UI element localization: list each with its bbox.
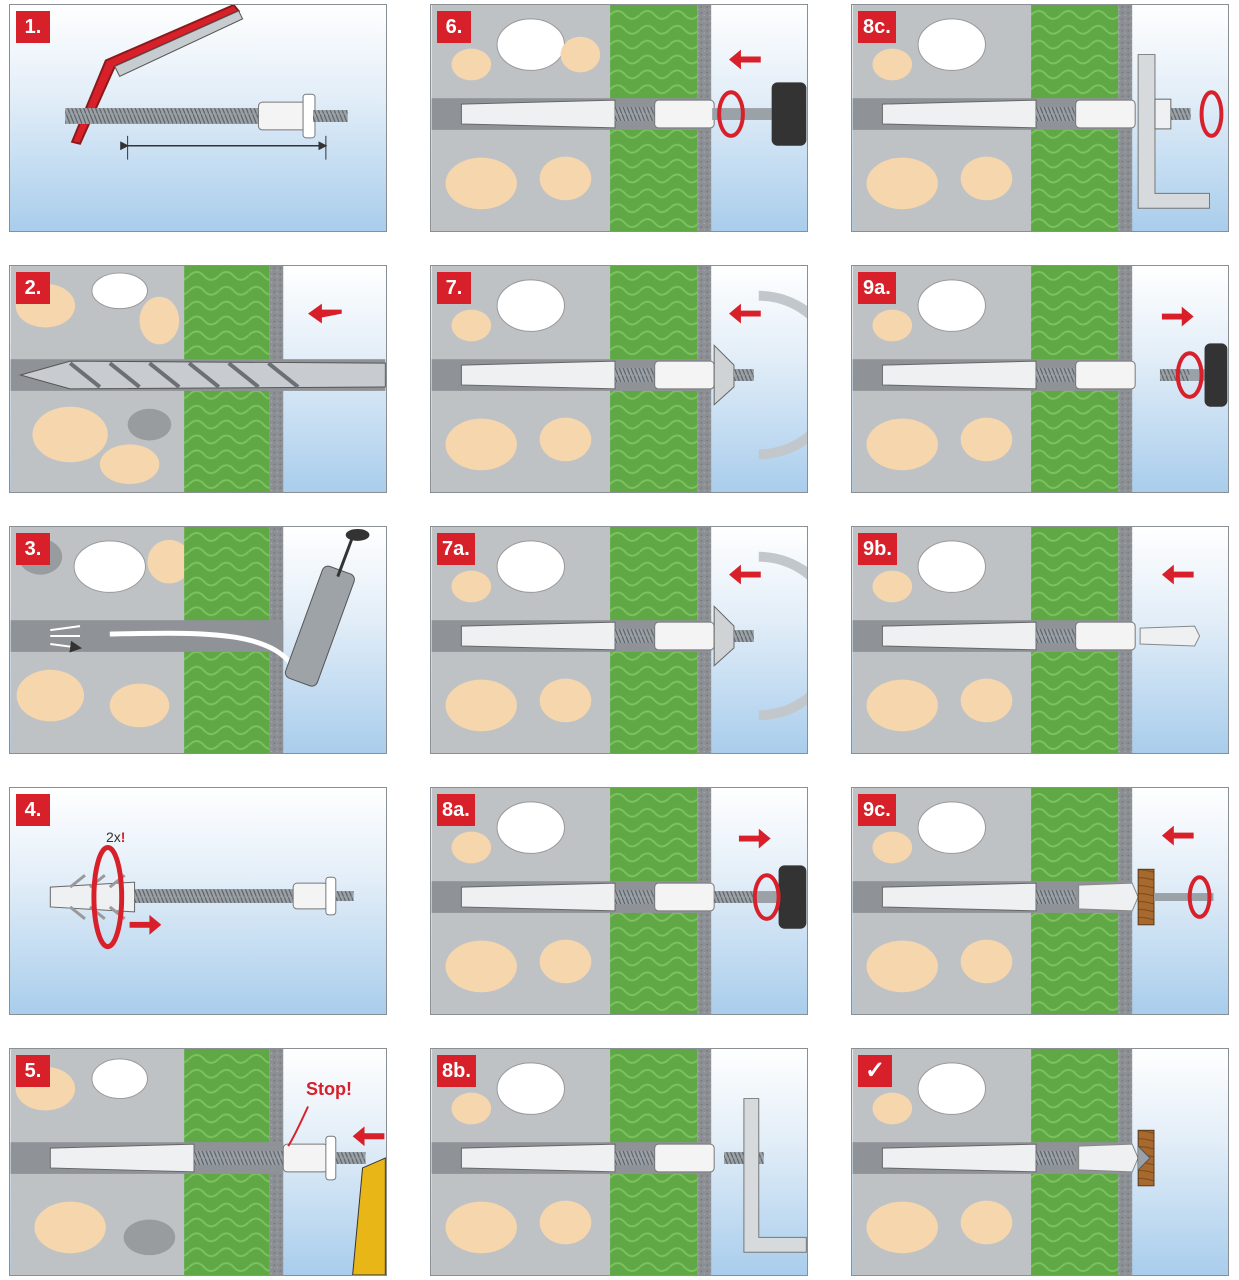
step-panel-2: 2. bbox=[9, 265, 387, 493]
step-panel-8c: 8c. bbox=[851, 4, 1229, 232]
step-panel-6: 6. bbox=[430, 4, 808, 232]
assemble-anchor-illustration bbox=[49, 844, 354, 950]
step-label: 8b. bbox=[437, 1055, 476, 1087]
step-label: 5. bbox=[16, 1055, 50, 1087]
blow-out-hole-illustration bbox=[10, 527, 370, 753]
tighten-bracket-illustration bbox=[852, 5, 1224, 231]
step-label: 9b. bbox=[858, 533, 897, 565]
cut-rod-illustration bbox=[65, 5, 348, 160]
step-label: 9c. bbox=[858, 794, 896, 826]
mount-bracket-illustration bbox=[431, 1049, 807, 1275]
step-label: 8a. bbox=[437, 794, 475, 826]
screw-with-drill-illustration bbox=[431, 5, 807, 231]
step-panel-7: 7. bbox=[430, 265, 808, 493]
step-label: 8c. bbox=[858, 11, 896, 43]
insert-plug-illustration bbox=[852, 527, 1201, 753]
step-label: 4. bbox=[16, 794, 50, 826]
drill-hole-illustration bbox=[10, 266, 386, 492]
step-panel-5: 5. Stop! bbox=[9, 1048, 387, 1276]
step-panel-7a: 7a. bbox=[430, 526, 808, 754]
finished-installation-illustration bbox=[852, 1049, 1155, 1275]
repeat-count-note: 2x! bbox=[106, 829, 125, 845]
mount-ring-alt-illustration bbox=[431, 527, 807, 753]
step-panel-1: 1. bbox=[9, 4, 387, 232]
step-label: 7. bbox=[437, 272, 471, 304]
step-label: 7a. bbox=[437, 533, 475, 565]
fix-wood-panel-illustration bbox=[852, 788, 1214, 1014]
stop-note: Stop! bbox=[306, 1079, 352, 1099]
step-panel-8a: 8a. bbox=[430, 787, 808, 1015]
step-label: 3. bbox=[16, 533, 50, 565]
step-panel-9c: 9c. bbox=[851, 787, 1229, 1015]
remove-rod-illustration bbox=[852, 266, 1228, 492]
step-label: 6. bbox=[437, 11, 471, 43]
step-label: 2. bbox=[16, 272, 50, 304]
mount-ring-illustration bbox=[431, 266, 807, 492]
repeat-count: 2x bbox=[106, 829, 121, 845]
step-label: 9a. bbox=[858, 272, 896, 304]
step-panel-4: 4. 2x! bbox=[9, 787, 387, 1015]
step-label: ✓ bbox=[858, 1055, 892, 1087]
warning-mark: ! bbox=[120, 829, 126, 845]
step-panel-9a: 9a. bbox=[851, 265, 1229, 493]
step-panel-9b: 9b. bbox=[851, 526, 1229, 754]
check-icon: ✓ bbox=[864, 1057, 886, 1084]
step-label: 1. bbox=[16, 11, 50, 43]
unscrew-with-drill-illustration bbox=[431, 788, 807, 1014]
step-panel-complete: ✓ bbox=[851, 1048, 1229, 1276]
step-panel-3: 3. bbox=[9, 526, 387, 754]
step-panel-8b: 8b. bbox=[430, 1048, 808, 1276]
